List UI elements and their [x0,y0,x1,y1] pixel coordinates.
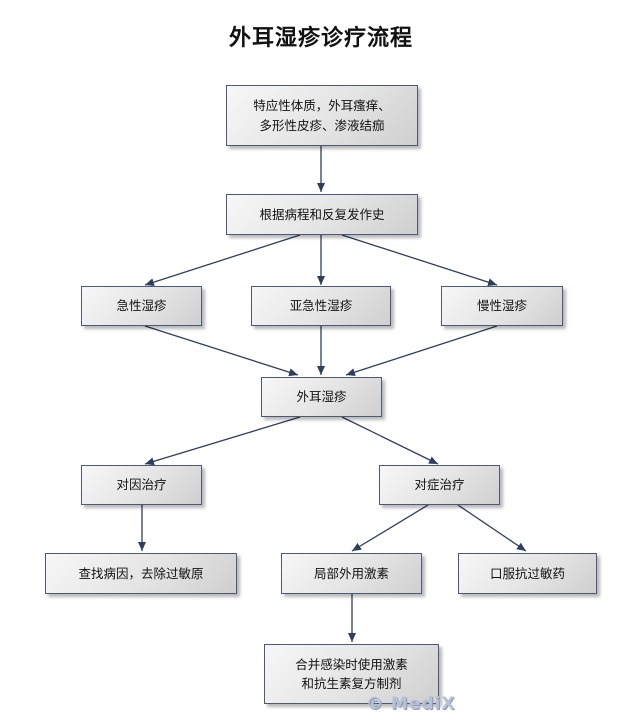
node-oral-antiallergy-label: 口服抗过敏药 [489,565,565,581]
node-infection: 合并感染时使用激素 和抗生素复方制剂 [264,644,439,704]
node-subacute-label: 亚急性湿疹 [289,298,353,314]
node-find-cause-label: 查找病因，去除过敏原 [78,565,204,581]
arrow-history-to-acute [144,234,301,287]
node-oral-antiallergy: 口服抗过敏药 [458,553,597,594]
arrow-symptom-to-topical [351,504,429,552]
arrow-chronic-to-eczema [345,325,498,377]
node-symptoms: 特应性体质，外耳瘙痒、 多形性皮疹、渗液结痂 [226,85,418,146]
page-title: 外耳湿疹诊疗流程 [228,26,413,51]
node-chronic: 慢性湿疹 [441,286,563,326]
node-acute-label: 急性湿疹 [116,298,167,314]
arrow-eczema-to-symptom [341,416,439,465]
node-history: 根据病程和反复发作史 [226,194,418,235]
node-history-label: 根据病程和反复发作史 [259,206,385,222]
node-eczema: 外耳湿疹 [261,377,382,417]
arrow-history-to-chronic [341,234,498,287]
node-symptom-treatment-label: 对症治疗 [414,477,465,493]
node-symptom-treatment: 对症治疗 [379,465,500,505]
node-acute: 急性湿疹 [81,286,202,326]
node-topical-steroid: 局部外用激素 [281,553,422,594]
node-topical-steroid-label: 局部外用激素 [313,565,389,581]
node-symptoms-label: 特应性体质，外耳瘙痒、 多形性皮疹、渗液结痂 [253,98,391,133]
node-infection-label: 合并感染时使用激素 和抗生素复方制剂 [295,656,408,691]
arrow-eczema-to-cause [144,416,301,466]
arrow-symptom-to-oral [457,504,527,552]
watermark: © MediX [366,694,456,714]
node-cause-treatment: 对因治疗 [81,465,202,505]
node-cause-treatment-label: 对因治疗 [116,477,167,493]
arrow-acute-to-eczema [144,325,299,377]
node-eczema-label: 外耳湿疹 [296,389,347,405]
node-find-cause: 查找病因，去除过敏原 [45,553,237,594]
node-subacute: 亚急性湿疹 [251,286,391,326]
node-chronic-label: 慢性湿疹 [476,298,527,314]
